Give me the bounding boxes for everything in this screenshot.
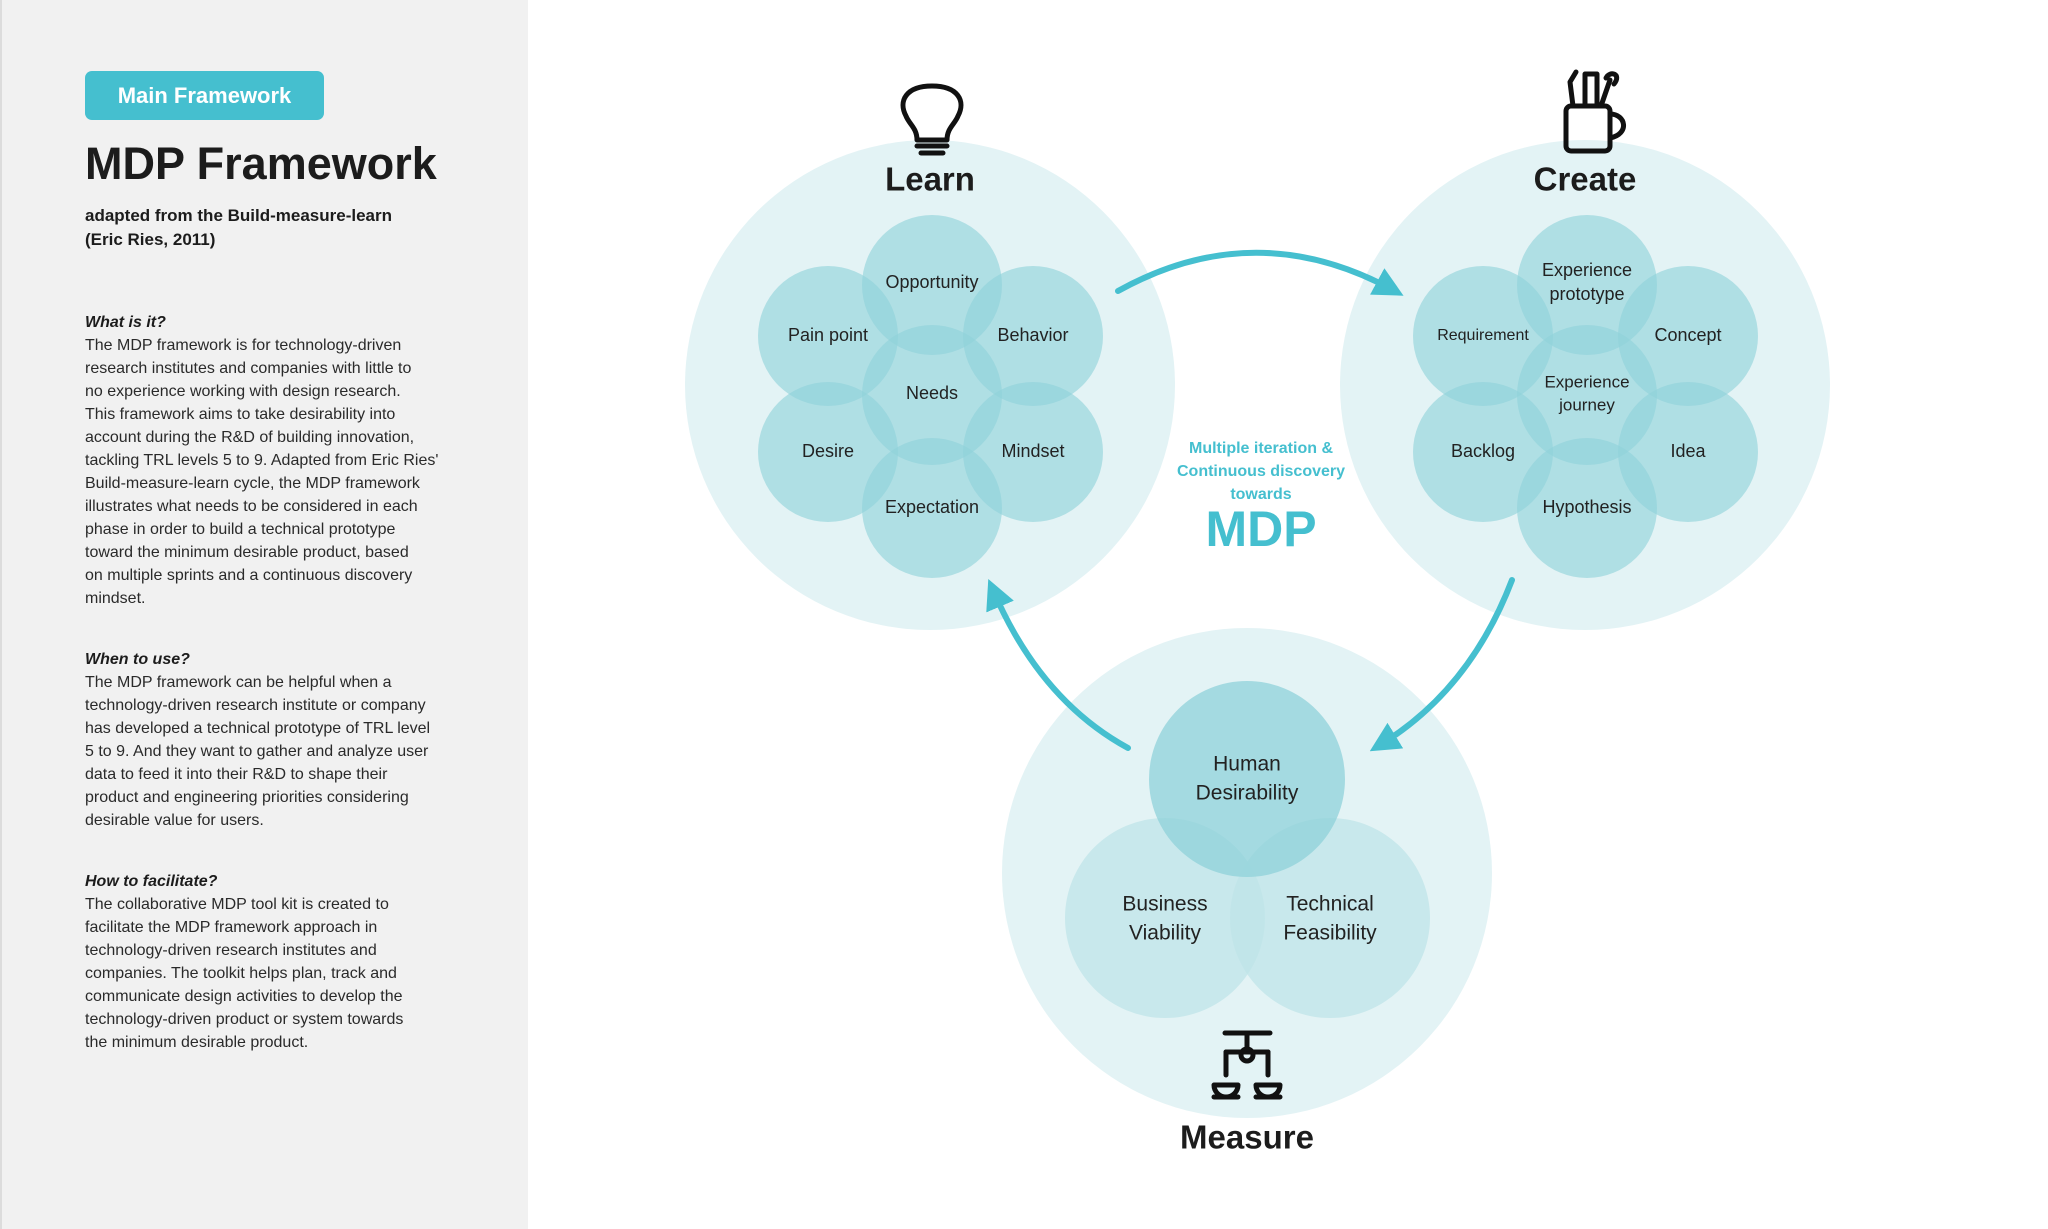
- petal-label: Pain point: [788, 325, 868, 345]
- section-body-line: 5 to 9. And they want to gather and anal…: [85, 743, 429, 760]
- section-heading: How to facilitate?: [85, 873, 218, 890]
- section-body-line: technology-driven research institute or …: [85, 697, 426, 714]
- section-body-line: tackling TRL levels 5 to 9. Adapted from…: [85, 452, 439, 469]
- petal-label-center: Experience: [1544, 372, 1629, 391]
- create-petals: [1413, 215, 1758, 578]
- petal-expectation: [862, 438, 1002, 578]
- subtitle-line: adapted from the Build-measure-learn: [85, 206, 393, 225]
- section-body-line: This framework aims to take desirability…: [85, 406, 396, 423]
- stage-title-create: Create: [1534, 161, 1637, 198]
- circle-label: Viability: [1129, 922, 1201, 945]
- petal-pain-point: [758, 266, 898, 406]
- petal-label-center: journey: [1558, 395, 1615, 414]
- pencil-cup-icon: [1563, 69, 1626, 154]
- section-body-line: on multiple sprints and a continuous dis…: [85, 567, 413, 584]
- petal-requirement: [1413, 266, 1553, 406]
- main-framework-badge: Main Framework: [85, 71, 324, 120]
- page-title: MDP Framework: [85, 138, 437, 189]
- section-body-line: account during the R&D of building innov…: [85, 429, 415, 446]
- circle-label: Feasibility: [1283, 922, 1377, 945]
- sidebar-panel: Main Framework MDP Framework adapted fro…: [0, 0, 528, 1229]
- petal-label: Backlog: [1451, 441, 1515, 461]
- circle-human-desirability: [1149, 681, 1345, 877]
- petal-desire: [758, 382, 898, 522]
- section-body-line: data to feed it into their R&D to shape …: [85, 766, 388, 783]
- section-body-line: Build-measure-learn cycle, the MDP frame…: [85, 475, 420, 492]
- section-what-is-it: What is it? The MDP framework is for tec…: [85, 311, 457, 610]
- section-body-line: research institutes and companies with l…: [85, 360, 412, 377]
- section-body-line: The MDP framework is for technology-driv…: [85, 337, 402, 354]
- page-subtitle: adapted from the Build-measure-learn (Er…: [85, 204, 485, 252]
- petal-label: Behavior: [997, 325, 1068, 345]
- petal-label: Opportunity: [885, 272, 978, 292]
- arrow-measure-to-learn: [986, 578, 1131, 751]
- petal-label: Idea: [1670, 441, 1706, 461]
- section-body-line: product and engineering priorities consi…: [85, 789, 409, 806]
- petal-label: Desire: [802, 441, 854, 461]
- section-body-line: phase in order to build a technical prot…: [85, 521, 396, 538]
- petal-concept: [1618, 266, 1758, 406]
- petal-label: Expectation: [885, 497, 979, 517]
- section-body-line: communicate design activities to develop…: [85, 988, 403, 1005]
- center-note-line: Continuous discovery: [1177, 463, 1345, 480]
- section-body-line: has developed a technical prototype of T…: [85, 720, 431, 737]
- circle-label: Desirability: [1196, 782, 1299, 805]
- mdp-center-note: Multiple iteration & Continuous discover…: [1177, 440, 1345, 557]
- subtitle-line: (Eric Ries, 2011): [85, 230, 216, 249]
- petal-label: prototype: [1549, 284, 1624, 304]
- center-note-line: Multiple iteration &: [1189, 440, 1333, 457]
- measure-labels: Human Desirability Business Viability Te…: [1122, 753, 1377, 945]
- learn-petals: [758, 215, 1103, 578]
- section-heading: What is it?: [85, 314, 166, 331]
- section-body-line: The collaborative MDP tool kit is create…: [85, 896, 389, 913]
- measure-circles: [1065, 681, 1430, 1018]
- circle-label: Technical: [1286, 893, 1374, 916]
- section-body-line: illustrates what needs to be considered …: [85, 498, 418, 515]
- arrow-create-to-measure: [1369, 577, 1515, 752]
- balance-scale-icon: [1211, 1030, 1283, 1100]
- petal-label: Concept: [1654, 325, 1721, 345]
- section-when-to-use: When to use? The MDP framework can be he…: [85, 648, 457, 832]
- petal-label: Mindset: [1001, 441, 1064, 461]
- arrow-learn-to-create: [1115, 249, 1404, 296]
- stage-title-measure: Measure: [1180, 1119, 1314, 1156]
- circle-label: Business: [1122, 893, 1207, 916]
- section-body-line: facilitate the MDP framework approach in: [85, 919, 378, 936]
- section-body-line: desirable value for users.: [85, 812, 264, 829]
- section-body-line: companies. The toolkit helps plan, track…: [85, 965, 397, 982]
- petal-experience-journey: [1517, 325, 1657, 465]
- stage-title-learn: Learn: [885, 161, 975, 198]
- petal-behavior: [963, 266, 1103, 406]
- section-body-line: The MDP framework can be helpful when a: [85, 674, 392, 691]
- center-note-line: towards: [1230, 486, 1291, 503]
- section-how-to-facilitate: How to facilitate? The collaborative MDP…: [85, 870, 457, 1054]
- petal-label-center: Needs: [906, 383, 958, 403]
- create-petal-labels: Experience prototype Concept Idea Hypoth…: [1437, 260, 1721, 517]
- section-body-line: technology-driven product or system towa…: [85, 1011, 404, 1028]
- petal-label: Hypothesis: [1542, 497, 1631, 517]
- circle-label: Human: [1213, 753, 1281, 776]
- section-heading: When to use?: [85, 651, 190, 668]
- lightbulb-icon: [900, 83, 964, 156]
- section-body-line: the minimum desirable product.: [85, 1034, 309, 1051]
- petal-label: Experience: [1542, 260, 1632, 280]
- section-body-line: technology-driven research institutes an…: [85, 942, 377, 959]
- center-title-mdp: MDP: [1205, 501, 1316, 557]
- petal-hypothesis: [1517, 438, 1657, 578]
- learn-petal-labels: Opportunity Behavior Mindset Expectation…: [788, 272, 1069, 517]
- petal-label: Requirement: [1437, 327, 1529, 344]
- section-body-line: toward the minimum desirable product, ba…: [85, 544, 409, 561]
- petal-backlog: [1413, 382, 1553, 522]
- petal-needs: [862, 325, 1002, 465]
- section-body-line: no experience working with design resear…: [85, 383, 401, 400]
- section-body-line: mindset.: [85, 590, 146, 607]
